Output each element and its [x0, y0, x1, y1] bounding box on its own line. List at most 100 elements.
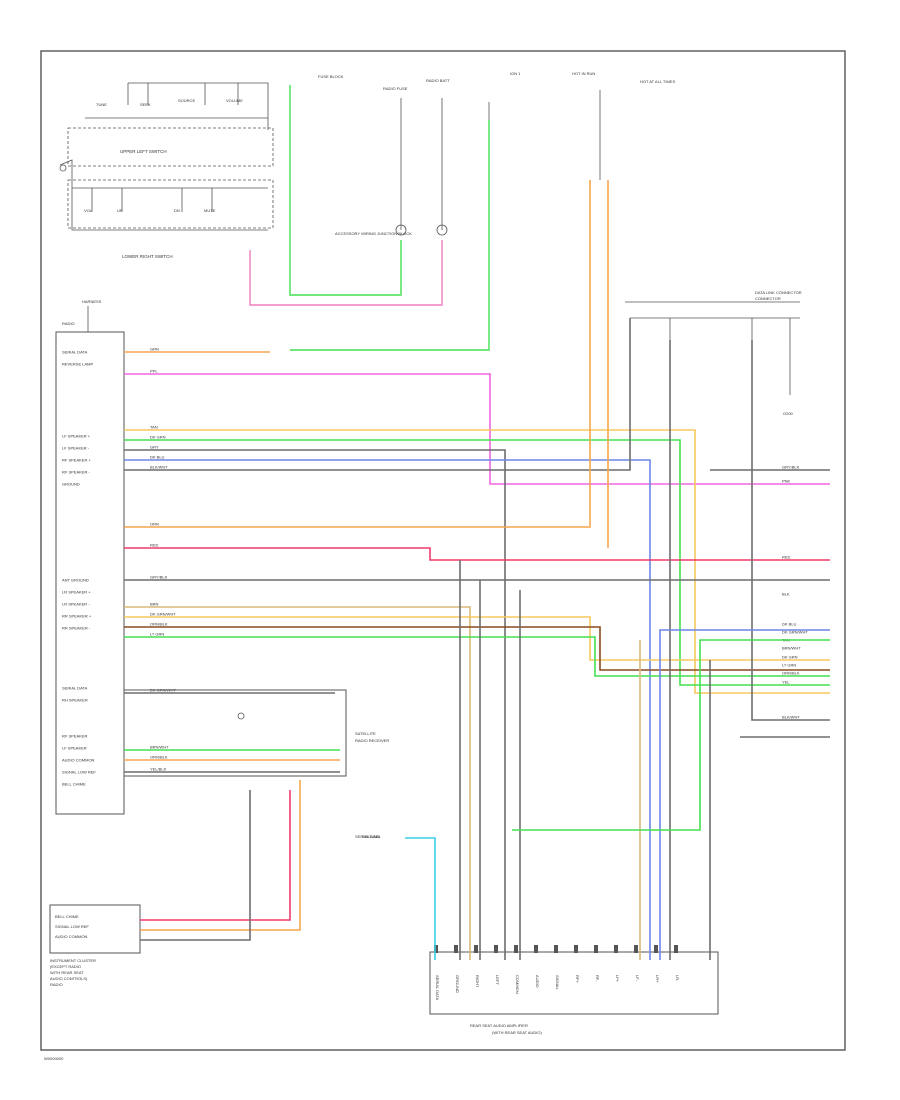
switch-contacts-top: [127, 83, 239, 105]
amp-pin-label: GROUND: [455, 975, 460, 993]
amp-pin-terminal: [494, 945, 498, 953]
amp-pin-label: SERIAL DATA: [435, 975, 440, 1001]
chime-module: BELL CHIME SIGNAL LOW REF AUDIO COMMON I…: [49, 904, 141, 987]
amp-pin-terminal: [654, 945, 658, 953]
amp-pin-label: LR-: [675, 975, 680, 982]
amp-pin-terminal: [434, 945, 438, 953]
wire-color-label: DK BLU: [150, 455, 165, 460]
wire: [124, 606, 471, 960]
switch-ground-path: [59, 159, 268, 231]
amp-pin-label: LEFT: [495, 975, 500, 985]
top-wires: [249, 85, 490, 351]
chime-caption-4: AUDIO CONTROLS): [50, 976, 88, 981]
upper-switch-outline: [67, 127, 274, 167]
amp-pin-terminal: [454, 945, 458, 953]
satellite-box: SATELLITE RADIO RECEIVER: [123, 689, 389, 777]
wire-color-label: YEL/BLK: [150, 767, 167, 772]
amp-pin-label: RF+: [575, 975, 580, 983]
lower-switch-label: LOWER RIGHT SWITCH: [122, 254, 173, 259]
chime-pin-2: SIGNAL LOW REF: [55, 924, 89, 929]
wire: [124, 547, 830, 561]
right-wire-label: DK GRN: [782, 655, 798, 660]
right-connector-title: DATA LINK CONNECTOR: [755, 290, 802, 295]
switch-label-source: SOURCE: [178, 98, 195, 103]
radio-pin-label: SIGNAL LOW REF: [62, 770, 96, 775]
right-wire-label: BLK: [782, 592, 790, 597]
fuse-ground-note: ACCESSORY WIRING JUNCTION BLOCK: [335, 231, 412, 236]
wire-color-label: PPL: [150, 369, 158, 374]
switch-label-vol: VOL: [84, 208, 93, 213]
wire-color-label: DK GRN/WHT: [150, 612, 176, 617]
wire-color-label: BLK/WHT: [150, 465, 168, 470]
amp-pin-terminal: [634, 945, 638, 953]
wire-color-label: ORN/BLK: [150, 755, 168, 760]
wire: [140, 790, 291, 921]
radio-pin-label: RH SPEAKER: [62, 698, 88, 703]
switch-label-seek: SEEK: [140, 102, 151, 107]
amp-pin-label: LF+: [615, 975, 620, 983]
wire: [124, 616, 830, 661]
amp-pin-terminal: [554, 945, 558, 953]
wire: [124, 449, 506, 960]
radio-pin-label: RF SPEAKER +: [62, 458, 91, 463]
rear-amplifier-box: [429, 951, 719, 1015]
wire: [140, 790, 251, 941]
radio-pin-label: REVERSE LAMP: [62, 362, 93, 367]
radio-harness-label: HARNESS: [82, 299, 102, 304]
radio-pin-label: RF SPEAKER -: [62, 470, 90, 475]
right-connector-sub: CONNECTOR: [755, 296, 781, 301]
chime-caption-2: (EXCEPT RADIO: [50, 964, 81, 969]
wire-color-label: LT GRN: [150, 632, 164, 637]
satellite-box-title: SATELLITE: [355, 731, 376, 736]
right-wire-label: RED: [782, 555, 791, 560]
right-wire-label: PNK: [782, 479, 791, 484]
wire: [124, 626, 830, 671]
switch-label-dn: DN: [174, 208, 180, 213]
cyan-connector-label: GROUND: [362, 834, 380, 839]
wire-color-label: RED: [150, 543, 159, 548]
wire: [140, 780, 301, 931]
amp-pin-terminal: [594, 945, 598, 953]
chime-pin-1: BELL CHIME: [55, 914, 79, 919]
upper-switch-label: UPPER LEFT SWITCH: [120, 149, 167, 154]
chime-module-box: [49, 904, 141, 954]
wire-green-radio: [290, 120, 490, 351]
right-wire-label: DK GRN/WHT: [782, 630, 808, 635]
radio-pin-label: RR SPEAKER +: [62, 614, 92, 619]
radio-pin-label: AUDIO COMMON: [62, 758, 95, 763]
right-connector: DATA LINK CONNECTOR CONNECTOR G200 GRY/B…: [625, 290, 808, 720]
amp-pin-terminal: [534, 945, 538, 953]
wire: [405, 837, 436, 960]
satellite-box-sub: RADIO RECEIVER: [355, 738, 389, 743]
rear-amplifier: REAR SEAT AUDIO AMPLIFIER (WITH REAR SEA…: [355, 834, 719, 1035]
radio-pin-label: SERIAL DATA: [62, 350, 88, 355]
radio-pin-label: GROUND: [62, 482, 80, 487]
right-wire-label: BLK/WHT: [782, 715, 800, 720]
amp-pin-terminal: [674, 945, 678, 953]
footer-code: W0000000: [44, 1056, 64, 1061]
wire: [124, 318, 631, 471]
wire: [124, 459, 651, 960]
radio-pin-label: LF SPEAKER +: [62, 434, 91, 439]
wire-green-top: [289, 85, 402, 296]
wire-color-label: TAN: [150, 425, 158, 430]
satellite-box-outline: [123, 689, 347, 777]
radio-pin-label: LF SPEAKER -: [62, 446, 90, 451]
wire: [124, 439, 830, 686]
amp-pin-label: RF-: [595, 975, 600, 982]
wire-color-label: GRY: [150, 445, 159, 450]
right-wire-label: ORN/BLK: [782, 671, 800, 676]
chime-caption-3: WITH REAR SEAT: [50, 970, 84, 975]
right-connector-ground: G200: [783, 411, 794, 416]
wire: [124, 180, 591, 528]
amp-pin-label: AUDIO: [535, 975, 540, 988]
wire-color-label: BRN: [150, 602, 159, 607]
right-wire-label: DK BLU: [782, 622, 797, 627]
fuse-label-1: RADIO FUSE: [383, 86, 408, 91]
chime-caption-1: INSTRUMENT CLUSTER: [50, 958, 96, 963]
